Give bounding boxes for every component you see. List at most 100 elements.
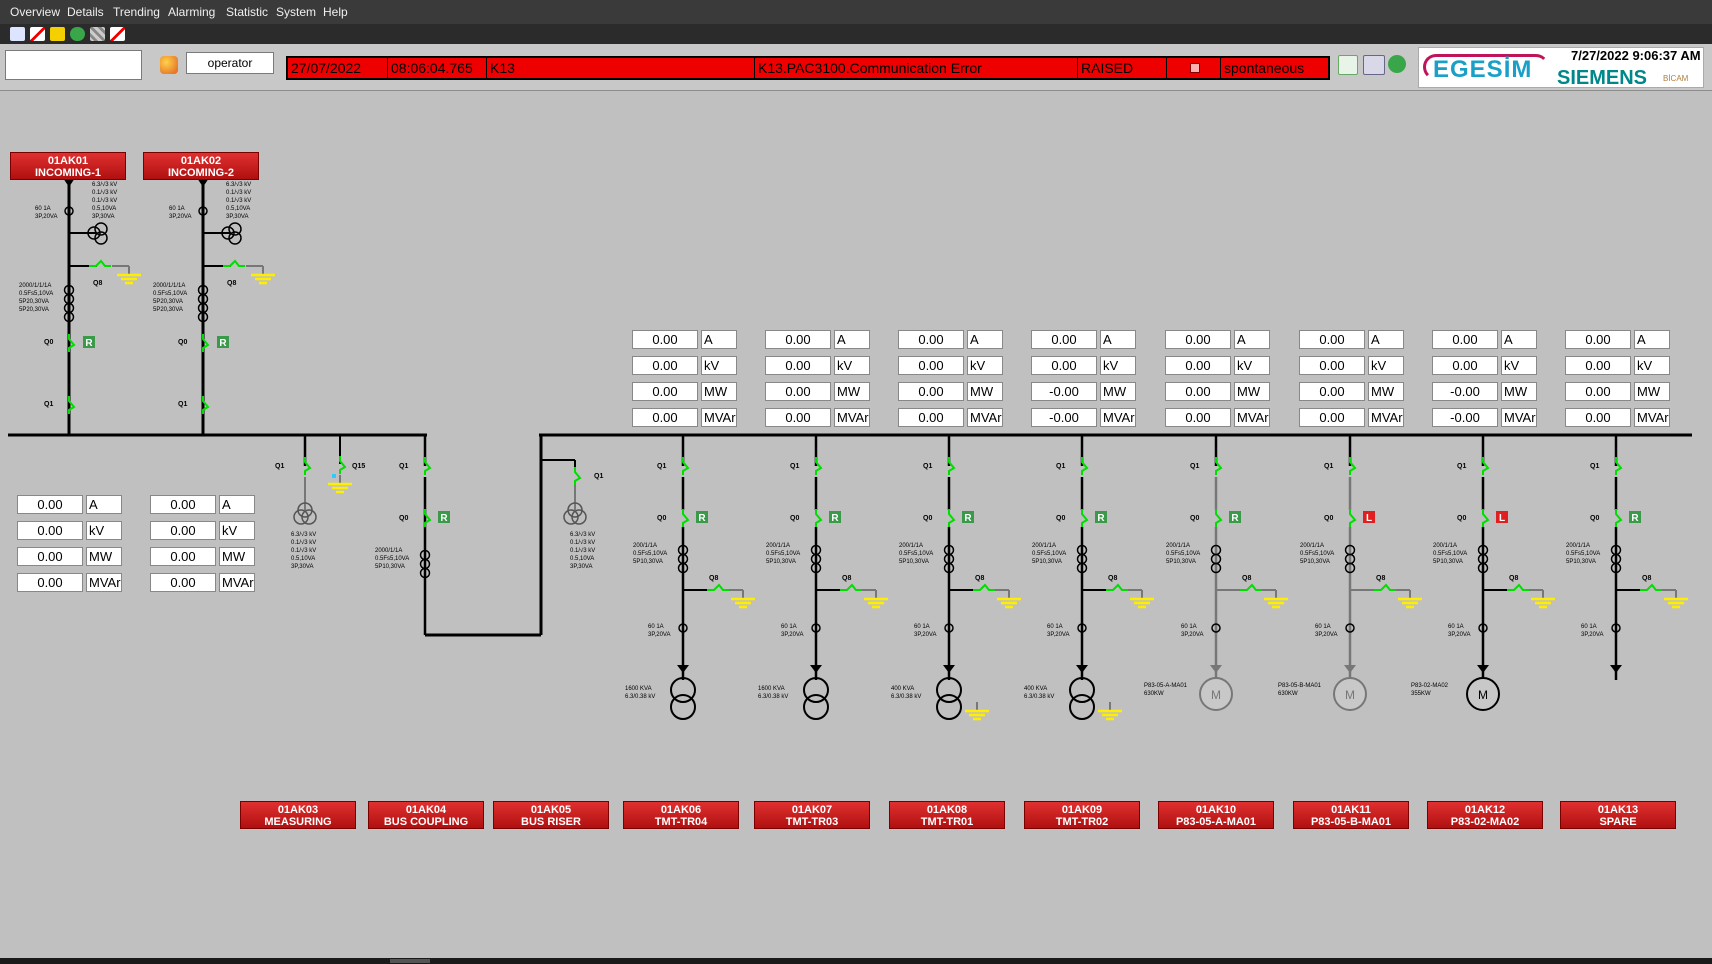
breaker-q0[interactable] [682,509,690,527]
earth-switch-q8[interactable] [707,583,729,591]
status-badge-bg[interactable] [696,511,708,523]
toolbar [0,24,1712,44]
disconnector-q1[interactable] [202,396,210,414]
disconnector-q1[interactable] [1482,457,1490,475]
breaker-q0[interactable] [1615,509,1623,527]
reload-icon[interactable] [1388,55,1406,73]
disconnector-q1[interactable] [424,457,432,475]
measurement-value: 0.00 [765,330,831,349]
ct-symbol [1211,623,1221,633]
breaker-q0[interactable] [1215,509,1223,527]
menu-system[interactable]: System [276,5,317,19]
motor-letter-icon: M [1478,688,1488,702]
alarm-time: 08:06:04.765 [388,58,487,78]
breaker-q0[interactable] [68,334,76,352]
ct-symbol [1478,623,1488,633]
disconnector-q1[interactable] [1615,457,1623,475]
transformer-icon [803,677,829,703]
disconnector-q1[interactable] [304,457,312,475]
toolbar-refresh-icon[interactable] [70,27,85,41]
disconnector-q1[interactable] [1215,457,1223,475]
cable-arrow [1344,665,1356,673]
earth-switch-q8[interactable] [223,259,245,267]
breaker-q0[interactable] [1349,509,1357,527]
ct-rating-text: 5P10,30VA [1566,559,1596,565]
earth-switch-q8[interactable] [1374,583,1396,591]
disconnector-q1[interactable] [682,457,690,475]
menu-trending[interactable]: Trending [113,5,160,19]
status-badge-bg[interactable] [962,511,974,523]
status-badge-bg[interactable] [217,336,229,348]
breaker-q0[interactable] [1482,509,1490,527]
vt-rating-text: 6.3/√3 kV [570,531,595,538]
acknowledge-icon[interactable] [1338,55,1358,75]
scrollbar-thumb[interactable] [390,959,430,963]
status-badge-bg[interactable] [1095,511,1107,523]
measurement-value: 0.00 [1031,356,1097,375]
menu-alarming[interactable]: Alarming [168,5,216,19]
toolbar-warning-icon[interactable] [50,27,65,41]
earth-switch-q8[interactable] [840,583,862,591]
cable-arrow [1076,665,1088,673]
disconnector-q1[interactable] [574,467,582,485]
ct-rating-text: 5P10,30VA [766,559,796,565]
disconnector-q1[interactable] [815,457,823,475]
disconnector-q1[interactable] [1349,457,1357,475]
measurement-unit: MW [1368,382,1404,401]
earth-switch-q8[interactable] [1507,583,1529,591]
status-badge-bg[interactable] [829,511,841,523]
toolbar-cancel-icon[interactable] [110,27,125,41]
earth-switch-q15[interactable] [339,456,347,474]
menu-statistic[interactable]: Statistic [226,5,269,19]
header-bar: operator 27/07/2022 08:06:04.765 K13 K13… [0,44,1712,91]
alarm-line[interactable]: 27/07/2022 08:06:04.765 K13 K13.PAC3100.… [286,56,1330,80]
toolbar-no-entry-icon[interactable] [30,27,45,41]
earth-switch-q8[interactable] [1240,583,1262,591]
breaker-q0[interactable] [424,509,432,527]
earth-switch-q8[interactable] [973,583,995,591]
print-icon[interactable] [1363,55,1385,75]
menu-overview[interactable]: Overview [10,5,61,19]
earth-switch-q8[interactable] [1106,583,1128,591]
status-badge-bg[interactable] [1229,511,1241,523]
breaker-q0[interactable] [1081,509,1089,527]
bicam-logo: BİCAM [1663,74,1689,83]
status-badge-bg[interactable] [83,336,95,348]
menu-help[interactable]: Help [323,5,348,19]
toolbar-grid-icon[interactable] [90,27,105,41]
status-badge: L [1366,513,1372,524]
menu-details[interactable]: Details [67,5,104,19]
status-badge-bg[interactable] [1629,511,1641,523]
breaker-q0[interactable] [948,509,956,527]
earth-switch-q8[interactable] [89,259,111,267]
status-badge-bg[interactable] [438,511,450,523]
breaker-q0[interactable] [815,509,823,527]
scrollbar[interactable] [0,958,1712,964]
transformer-icon [936,694,962,720]
transformer-icon [670,694,696,720]
disconnector-q1[interactable] [68,396,76,414]
earth-switch-q8[interactable] [1640,583,1662,591]
status-badge-bg[interactable] [1496,511,1508,523]
breaker-q0[interactable] [202,334,210,352]
toolbar-home-icon[interactable] [10,27,25,41]
status-badge-bg[interactable] [1363,511,1375,523]
bay-id: 01AK07 [791,804,833,816]
disconnector-q1[interactable] [1081,457,1089,475]
users-icon[interactable] [160,56,178,74]
transformer-icon [803,694,829,720]
disconnector-q1[interactable] [948,457,956,475]
